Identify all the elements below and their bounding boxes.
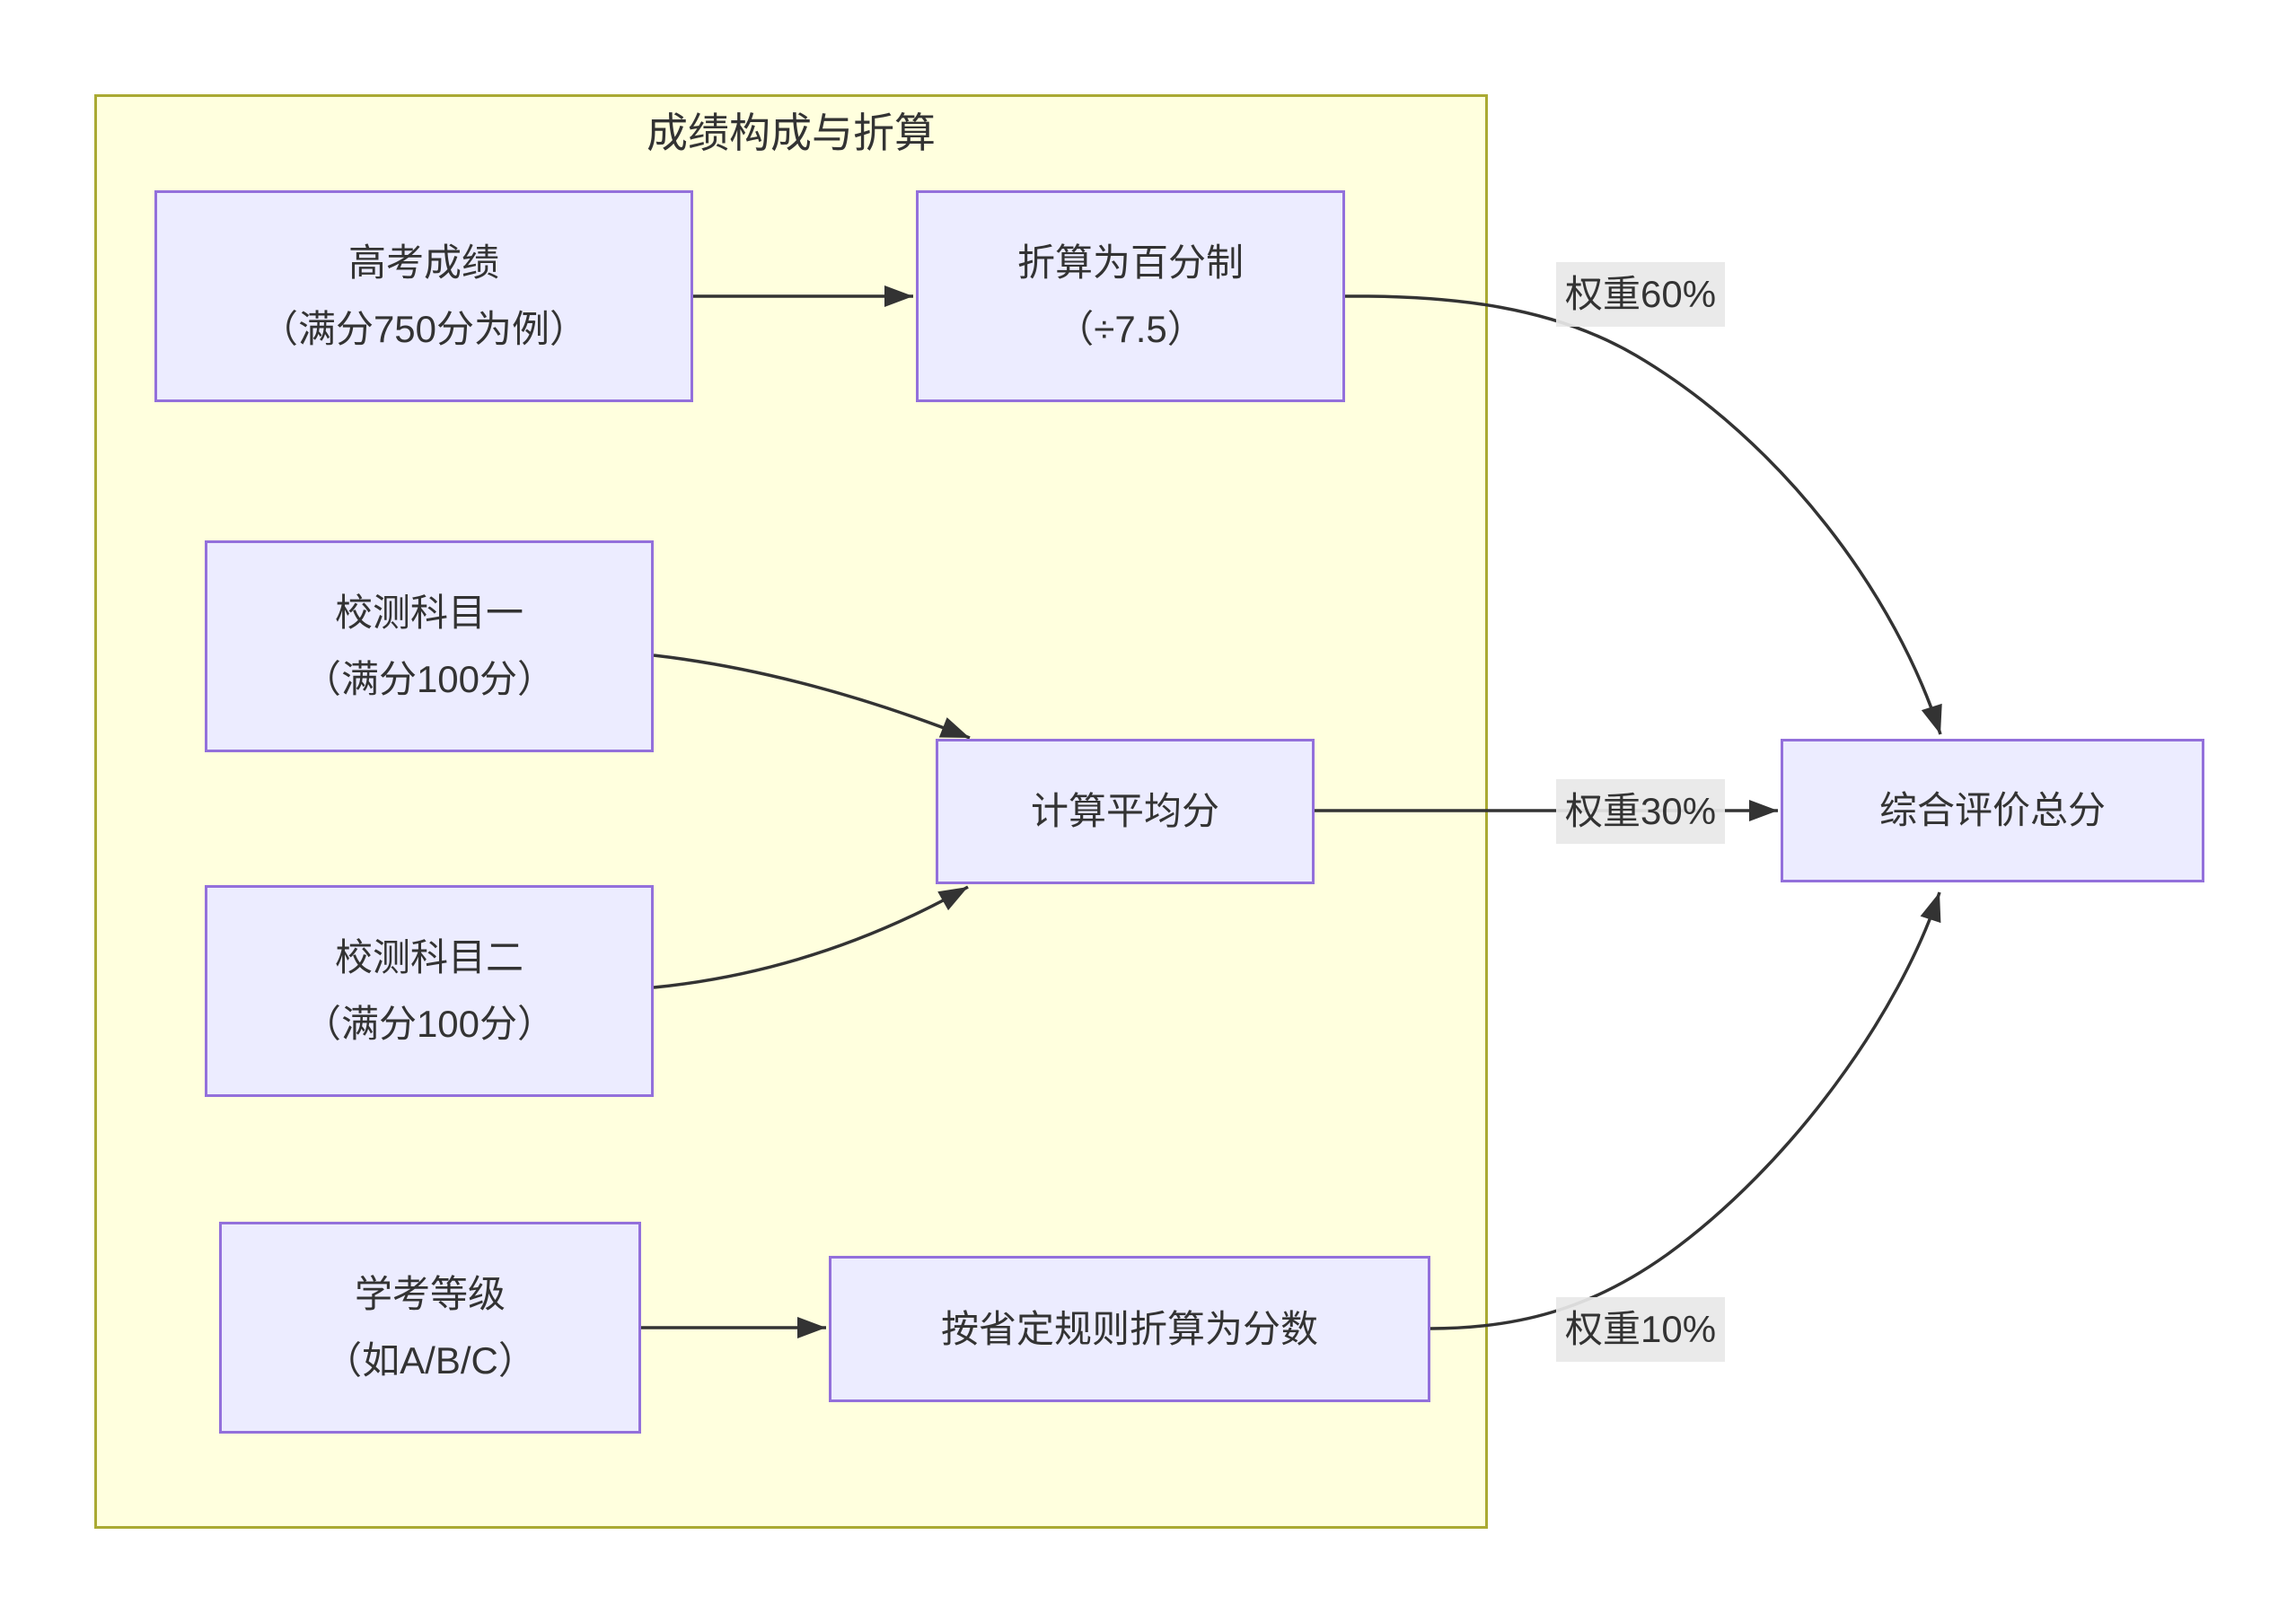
node-total-score: 综合评价总分 <box>1781 739 2204 882</box>
edge-label-weight30: 权重30% <box>1556 779 1726 844</box>
node-gaokao-score-line2: （满分750分为例） <box>260 308 588 350</box>
node-school-test-2-line1: 校测科目二 <box>334 936 523 978</box>
node-convert-percent-line1: 折算为百分制 <box>1016 241 1244 284</box>
edge-label-weight10: 权重10% <box>1556 1297 1726 1362</box>
node-school-test-1: 校测科目一 （满分100分） <box>205 540 654 752</box>
node-gaokao-score-line1: 高考成绩 <box>347 241 499 284</box>
node-school-test-1-line1: 校测科目一 <box>334 592 523 634</box>
node-total-score-line1: 综合评价总分 <box>1878 789 2106 831</box>
edge-test1-to-average <box>653 654 971 740</box>
node-convert-percent-line2: （÷7.5） <box>1056 308 1205 350</box>
node-school-test-2-line2: （满分100分） <box>303 1003 556 1045</box>
node-academic-grade-line2: （如A/B/C） <box>324 1339 536 1382</box>
node-convert-percent: 折算为百分制 （÷7.5） <box>916 190 1345 402</box>
node-school-test-1-line2: （满分100分） <box>303 658 556 700</box>
node-provincial-rule: 按省定规则折算为分数 <box>829 1256 1430 1402</box>
edge-label-weight60: 权重60% <box>1556 262 1726 327</box>
node-academic-grade-line1: 学考等级 <box>354 1273 506 1315</box>
node-academic-grade: 学考等级 （如A/B/C） <box>219 1222 641 1434</box>
edge-rule-to-total-weight10 <box>1430 891 1941 1330</box>
cluster-title: 成绩构成与折算 <box>647 110 936 156</box>
node-school-test-2: 校测科目二 （满分100分） <box>205 885 654 1097</box>
node-gaokao-score: 高考成绩 （满分750分为例） <box>154 190 693 402</box>
edge-percent-to-total-weight60 <box>1344 294 1942 735</box>
node-average-line1: 计算平均分 <box>1030 790 1219 832</box>
node-provincial-rule-line1: 按省定规则折算为分数 <box>940 1307 1318 1350</box>
node-average: 计算平均分 <box>936 739 1315 884</box>
edge-test2-to-average <box>653 885 969 989</box>
